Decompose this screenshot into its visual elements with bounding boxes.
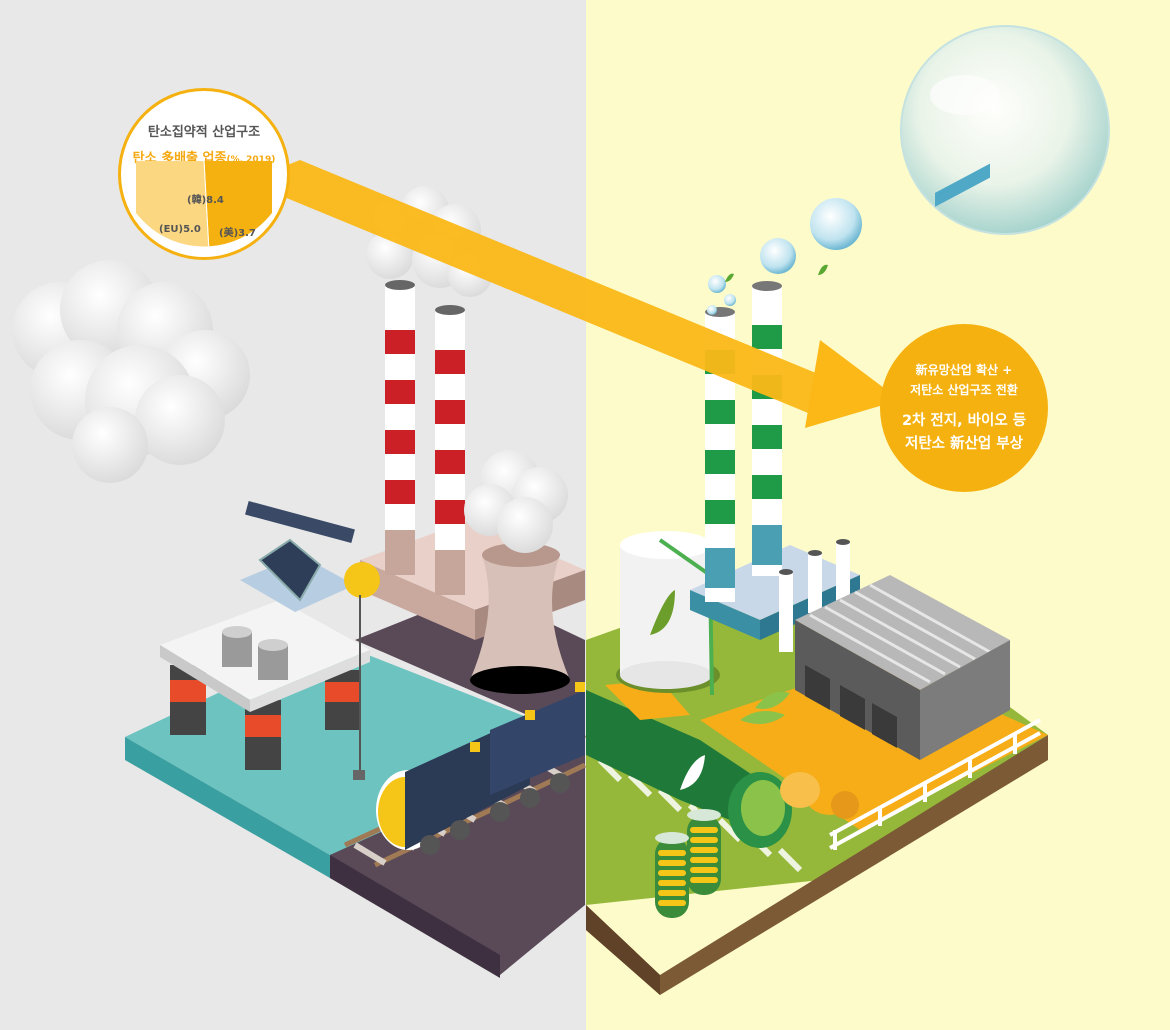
new-industry-line2: 저탄소 산업구조 전환: [910, 383, 1018, 397]
smokestack-red-1: [385, 280, 415, 575]
pie-label-eu: (EU)5.0: [159, 224, 201, 235]
oil-platform: [160, 501, 380, 780]
emission-pie-chart: [136, 161, 272, 247]
warehouse: [795, 163, 1010, 760]
pie-label-korea: (韓)8.4: [187, 195, 224, 206]
oil-train: [376, 682, 585, 855]
pie-label-us: (美)3.7: [219, 228, 256, 239]
leaf-icon: [818, 264, 828, 275]
small-bubbles: [707, 198, 862, 315]
pie-slice-eu: [136, 161, 210, 247]
pie-slice-korea: [203, 161, 272, 247]
smokestack-red-2: [435, 305, 465, 595]
large-bubble: [900, 25, 1110, 235]
smokestack-green-2: [752, 281, 782, 576]
new-industry-line4: 저탄소 新산업 부상: [905, 436, 1023, 452]
small-chimneys: [779, 539, 850, 652]
smoke-cloud-left: [12, 260, 250, 483]
carbon-intensive-info-circle: 탄소집약적 산업구조 탄소 多배출 업종(%, 2019) (韓)8.4 (EU…: [118, 88, 290, 260]
subtitle-note: (%, 2019): [226, 155, 276, 165]
fence: [829, 718, 1041, 850]
new-industry-line3: 2차 전지, 바이오 등: [901, 413, 1027, 429]
green-train: [586, 680, 792, 848]
battery-icon: [655, 809, 721, 918]
carbon-intensive-title: 탄소집약적 산업구조: [147, 125, 261, 140]
hay-bales: [780, 772, 859, 819]
low-carbon-info-circle: 新유망산업 확산 + 저탄소 산업구조 전환 2차 전지, 바이오 등 저탄소 …: [880, 324, 1048, 492]
new-industry-line1: 新유망산업 확산 +: [915, 363, 1013, 377]
corn: [740, 692, 790, 724]
transition-arrow: [272, 160, 900, 428]
cooling-tower: [470, 543, 570, 694]
